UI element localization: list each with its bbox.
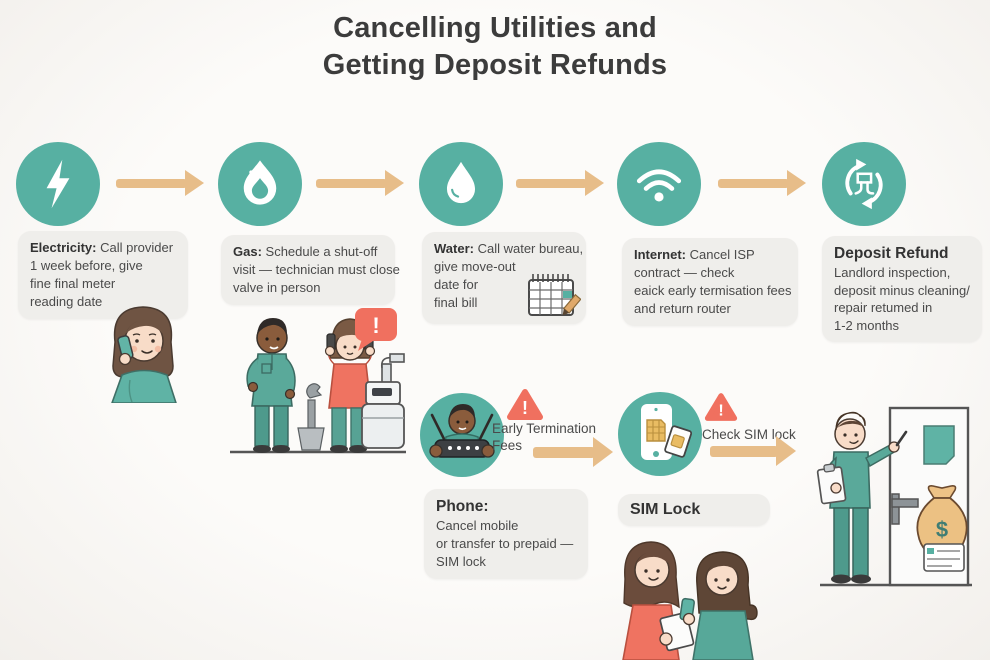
pencil-icon bbox=[562, 293, 581, 316]
arrow-water-to-internet bbox=[516, 170, 604, 196]
deposit-card-line: deposit minus cleaning/ bbox=[834, 282, 970, 298]
money-bag-icon: $ bbox=[916, 485, 968, 572]
warning-triangle-icon: ! bbox=[507, 389, 543, 420]
electricity-card-line: reading date bbox=[30, 294, 103, 309]
internet-card-line: and return router bbox=[634, 301, 731, 316]
phone-avatar-circle bbox=[420, 393, 504, 477]
wifi-icon bbox=[636, 169, 682, 202]
water-step-circle bbox=[419, 142, 503, 226]
page-title-line2: Getting Deposit Refunds bbox=[322, 49, 668, 81]
internet-step-circle bbox=[617, 142, 701, 226]
electricity-card: Electricity: Call provider 1 week before… bbox=[18, 231, 188, 319]
arrow-sim-check bbox=[710, 436, 796, 466]
deposit-card-line: 1-2 months bbox=[834, 317, 900, 333]
page-title-line1: Cancelling Utilities and bbox=[333, 12, 657, 44]
electricity-card-line: fine final meter bbox=[30, 276, 116, 291]
early-termination-fees-label: Early Termination Fees bbox=[492, 421, 597, 453]
alert-speech-bubble: ! bbox=[355, 308, 397, 351]
gas-technician-scene-illustration: ! bbox=[230, 308, 406, 454]
svg-text:!: ! bbox=[372, 313, 379, 338]
deposit-card-title: Deposit Refund bbox=[834, 245, 949, 262]
internet-card-line: contract — check bbox=[634, 265, 735, 280]
gas-card-line: valve in person bbox=[233, 280, 321, 295]
flame-icon bbox=[243, 160, 277, 205]
phone-card: Phone: Cancel mobile or transfer to prep… bbox=[424, 489, 588, 579]
wrench-icon bbox=[297, 383, 325, 451]
sim-lock-card: SIM Lock bbox=[618, 494, 770, 526]
deposit-step-circle bbox=[822, 142, 906, 226]
deposit-card-line: repair retumed in bbox=[834, 300, 933, 315]
phone-card-line: or transfer to prepaid — bbox=[436, 536, 574, 551]
electricity-card-line: Electricity: Call provider bbox=[30, 240, 174, 255]
phone-card-line: Cancel mobile bbox=[436, 518, 519, 533]
landlord-inspection-illustration: $ bbox=[816, 406, 972, 587]
phone-card-line: SIM lock bbox=[436, 554, 486, 569]
mini-calendar-icon bbox=[923, 543, 965, 572]
sim-avatar-circle bbox=[618, 392, 702, 476]
lightning-icon bbox=[46, 159, 70, 209]
phone-sim-illustration bbox=[641, 404, 693, 460]
woman-listening-figure bbox=[692, 551, 758, 660]
landlord-figure bbox=[816, 411, 908, 584]
svg-text:!: ! bbox=[718, 402, 723, 420]
refund-kanji-glyph bbox=[854, 172, 875, 195]
water-card-line: date for bbox=[434, 277, 479, 292]
refund-cycle-icon bbox=[845, 158, 883, 210]
gas-meter-illustration bbox=[361, 353, 405, 449]
check-sim-lock-label: Check SIM lock bbox=[702, 427, 796, 442]
second-sim-card bbox=[664, 425, 693, 458]
arrow-phone-to-sim bbox=[533, 437, 613, 467]
phone-card-title: Phone: bbox=[436, 498, 489, 515]
internet-card: Internet: Cancel ISP contract — check ea… bbox=[622, 238, 798, 326]
man-with-router-illustration bbox=[429, 404, 495, 458]
sim-lock-card-title: SIM Lock bbox=[630, 501, 701, 518]
internet-card-line: Internet: Cancel ISP bbox=[634, 247, 755, 262]
arrow-gas-to-water bbox=[316, 170, 404, 196]
gas-card-line: visit — technician must close bbox=[233, 262, 400, 277]
arrow-electricity-to-gas bbox=[116, 170, 204, 196]
deposit-card: Deposit Refund Landlord inspection, depo… bbox=[822, 236, 982, 342]
water-card: Water: Call water bureau, give move-out … bbox=[422, 232, 586, 324]
technician-figure bbox=[246, 318, 296, 453]
calendar-icon bbox=[528, 274, 581, 316]
clipboard-icon bbox=[816, 463, 847, 505]
electricity-card-line: 1 week before, give bbox=[30, 258, 143, 273]
two-women-illustration bbox=[622, 541, 758, 660]
water-card-line: Water: Call water bureau, bbox=[434, 241, 584, 256]
water-card-line: give move-out bbox=[434, 259, 516, 274]
gas-card: Gas: Schedule a shut-off visit — technic… bbox=[221, 235, 400, 305]
warning-triangle-icon: ! bbox=[704, 393, 738, 421]
woman-with-tablet-figure bbox=[622, 541, 696, 660]
internet-card-line: eaick early termisation fees bbox=[634, 283, 792, 298]
svg-text:$: $ bbox=[936, 517, 948, 542]
svg-text:!: ! bbox=[522, 398, 528, 418]
woman-on-phone-illustration bbox=[111, 306, 177, 403]
deposit-card-line: Landlord inspection, bbox=[834, 265, 951, 280]
sim-card-chip bbox=[646, 419, 666, 442]
arrow-internet-to-deposit bbox=[718, 170, 806, 196]
drop-icon bbox=[446, 161, 476, 204]
electricity-step-circle bbox=[16, 142, 100, 226]
gas-card-line: Gas: Schedule a shut-off bbox=[233, 244, 378, 259]
page-title: Cancelling Utilities and Getting Deposit… bbox=[0, 10, 990, 84]
gas-step-circle bbox=[218, 142, 302, 226]
water-card-line: final bill bbox=[434, 295, 478, 310]
